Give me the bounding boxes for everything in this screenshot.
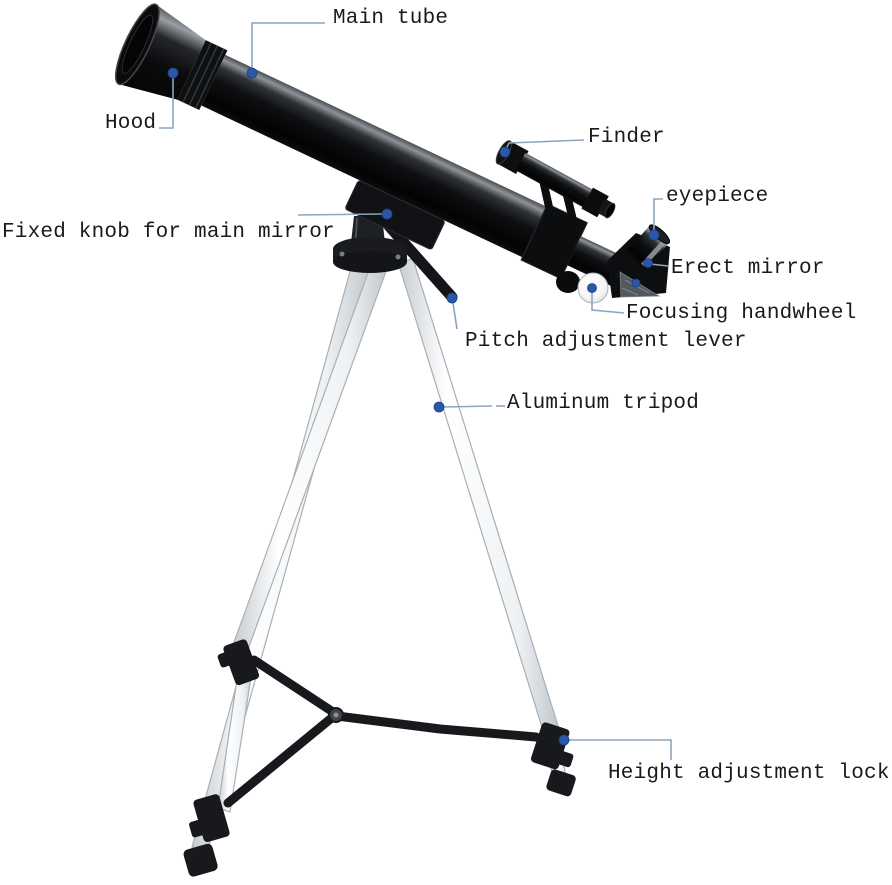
anchor-hood-dot [167, 67, 179, 79]
spreader-hub-bolt [333, 712, 339, 718]
collar-ridge-2 [188, 45, 219, 106]
leader-main-tube [251, 22, 325, 69]
tripod-foot-left [183, 843, 218, 877]
leader-fixed-knob [297, 213, 383, 216]
label-pitch-lever: Pitch adjustment lever [465, 330, 747, 353]
height-adjustment-lock-part [530, 722, 574, 770]
label-finder: Finder [588, 126, 665, 149]
tripod-foot-right [546, 769, 576, 797]
label-aluminum-tripod: Aluminum tripod [507, 392, 700, 415]
label-eyepiece: eyepiece [666, 185, 769, 208]
main-tube-part [201, 54, 547, 258]
spreader-arm-right [332, 711, 541, 742]
leader-focusing-handwheel [591, 292, 625, 314]
spreader-bars [223, 655, 541, 808]
collar-ridge-3 [194, 48, 225, 109]
finder-eyepiece-tip [597, 198, 614, 218]
label-focusing-handwheel: Focusing handwheel [626, 302, 857, 325]
pitch-adjustment-lever-part [383, 220, 458, 303]
anchor-focusing-handwheel-dot [587, 283, 597, 293]
finder-eye-cap [581, 187, 609, 218]
label-hood: Hood [105, 112, 157, 135]
tripod-legs [191, 256, 568, 854]
anchor-erect-mirror-dot-2 [631, 278, 641, 288]
collar-ridge-1 [182, 42, 212, 103]
leader-erect-mirror [649, 263, 669, 267]
label-main-tube: Main tube [333, 7, 449, 30]
leg-lock-lower-left [189, 794, 230, 843]
collar-bolt-left [339, 251, 345, 257]
leader-hood [159, 78, 174, 129]
leader-eyepiece [653, 198, 663, 231]
hood-part [118, 4, 206, 100]
optical-tube-assembly [114, 3, 632, 290]
anchor-finder-dot [499, 146, 511, 158]
objective-lens [121, 14, 154, 74]
anchor-pitch-lever-dot [446, 292, 458, 304]
anchor-height-lock-dot [558, 734, 570, 746]
label-height-lock: Height adjustment lock [608, 762, 890, 785]
head-collar-bottom [333, 251, 407, 273]
tripod-leg-back-left-upper [232, 258, 389, 653]
leg-clamps [189, 639, 574, 843]
anchor-erect-mirror-dot [643, 258, 653, 268]
finder-body [515, 152, 594, 208]
prism-face-texture-2 [621, 287, 639, 296]
anchor-aluminum-tripod-dot [433, 401, 445, 413]
hood-collar-ring [177, 40, 228, 111]
leg-lock-upper-left [217, 639, 259, 686]
spreader-arm-lower-left [223, 711, 339, 808]
label-erect-mirror: Erect mirror [671, 257, 825, 280]
collar-bolt-right [395, 254, 401, 260]
anchor-eyepiece-dot [648, 229, 660, 241]
erect-mirror-assembly [607, 224, 671, 298]
leader-pitch-lever [452, 302, 458, 330]
finder-eye-lens [604, 202, 616, 219]
leader-aluminum-tripod [442, 405, 493, 408]
tripod-feet [183, 769, 576, 877]
focus-knob-dark [556, 271, 580, 293]
focuser-knobs [556, 271, 609, 304]
anchor-dots [167, 67, 660, 746]
mount-head [333, 216, 407, 273]
tube-cradle-bracket [345, 180, 445, 250]
leader-height-lock [568, 739, 672, 760]
anchor-main-tube-dot [246, 67, 258, 79]
anchor-fixed-knob-dot [381, 208, 393, 220]
spreader-arm-upper-left [249, 655, 341, 719]
label-fixed-knob: Fixed knob for main mirror [2, 221, 335, 244]
leader-lines [159, 22, 672, 760]
